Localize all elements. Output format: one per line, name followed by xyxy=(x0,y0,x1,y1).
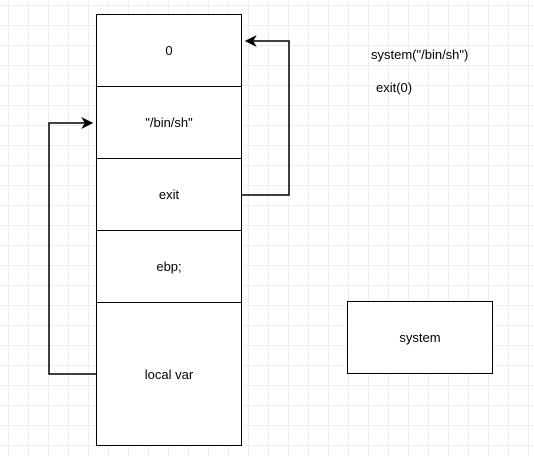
stack-cell-ebp: ebp; xyxy=(96,230,242,303)
system-box: system xyxy=(347,301,493,374)
exit-call-note: exit(0) xyxy=(376,80,413,95)
stack-cell-zero: 0 xyxy=(96,14,242,87)
exit-to-zero-arrow xyxy=(242,35,290,196)
stack-cell-binsh: "/bin/sh" xyxy=(96,86,242,159)
stack-cell-local-var-label: local var xyxy=(144,366,194,382)
stack-cell-zero-label: 0 xyxy=(165,43,173,58)
stack-cell-local-var: local var xyxy=(96,302,242,446)
system-call-note: system("/bin/sh") xyxy=(371,47,469,62)
stack-cell-exit: exit xyxy=(96,158,242,231)
localvar-to-binsh-arrow xyxy=(48,117,96,375)
stack-cell-exit-label: exit xyxy=(158,187,180,202)
stack-cell-binsh-label: "/bin/sh" xyxy=(145,115,193,130)
stack-cell-ebp-label: ebp; xyxy=(156,259,182,274)
system-box-label: system xyxy=(399,330,441,345)
